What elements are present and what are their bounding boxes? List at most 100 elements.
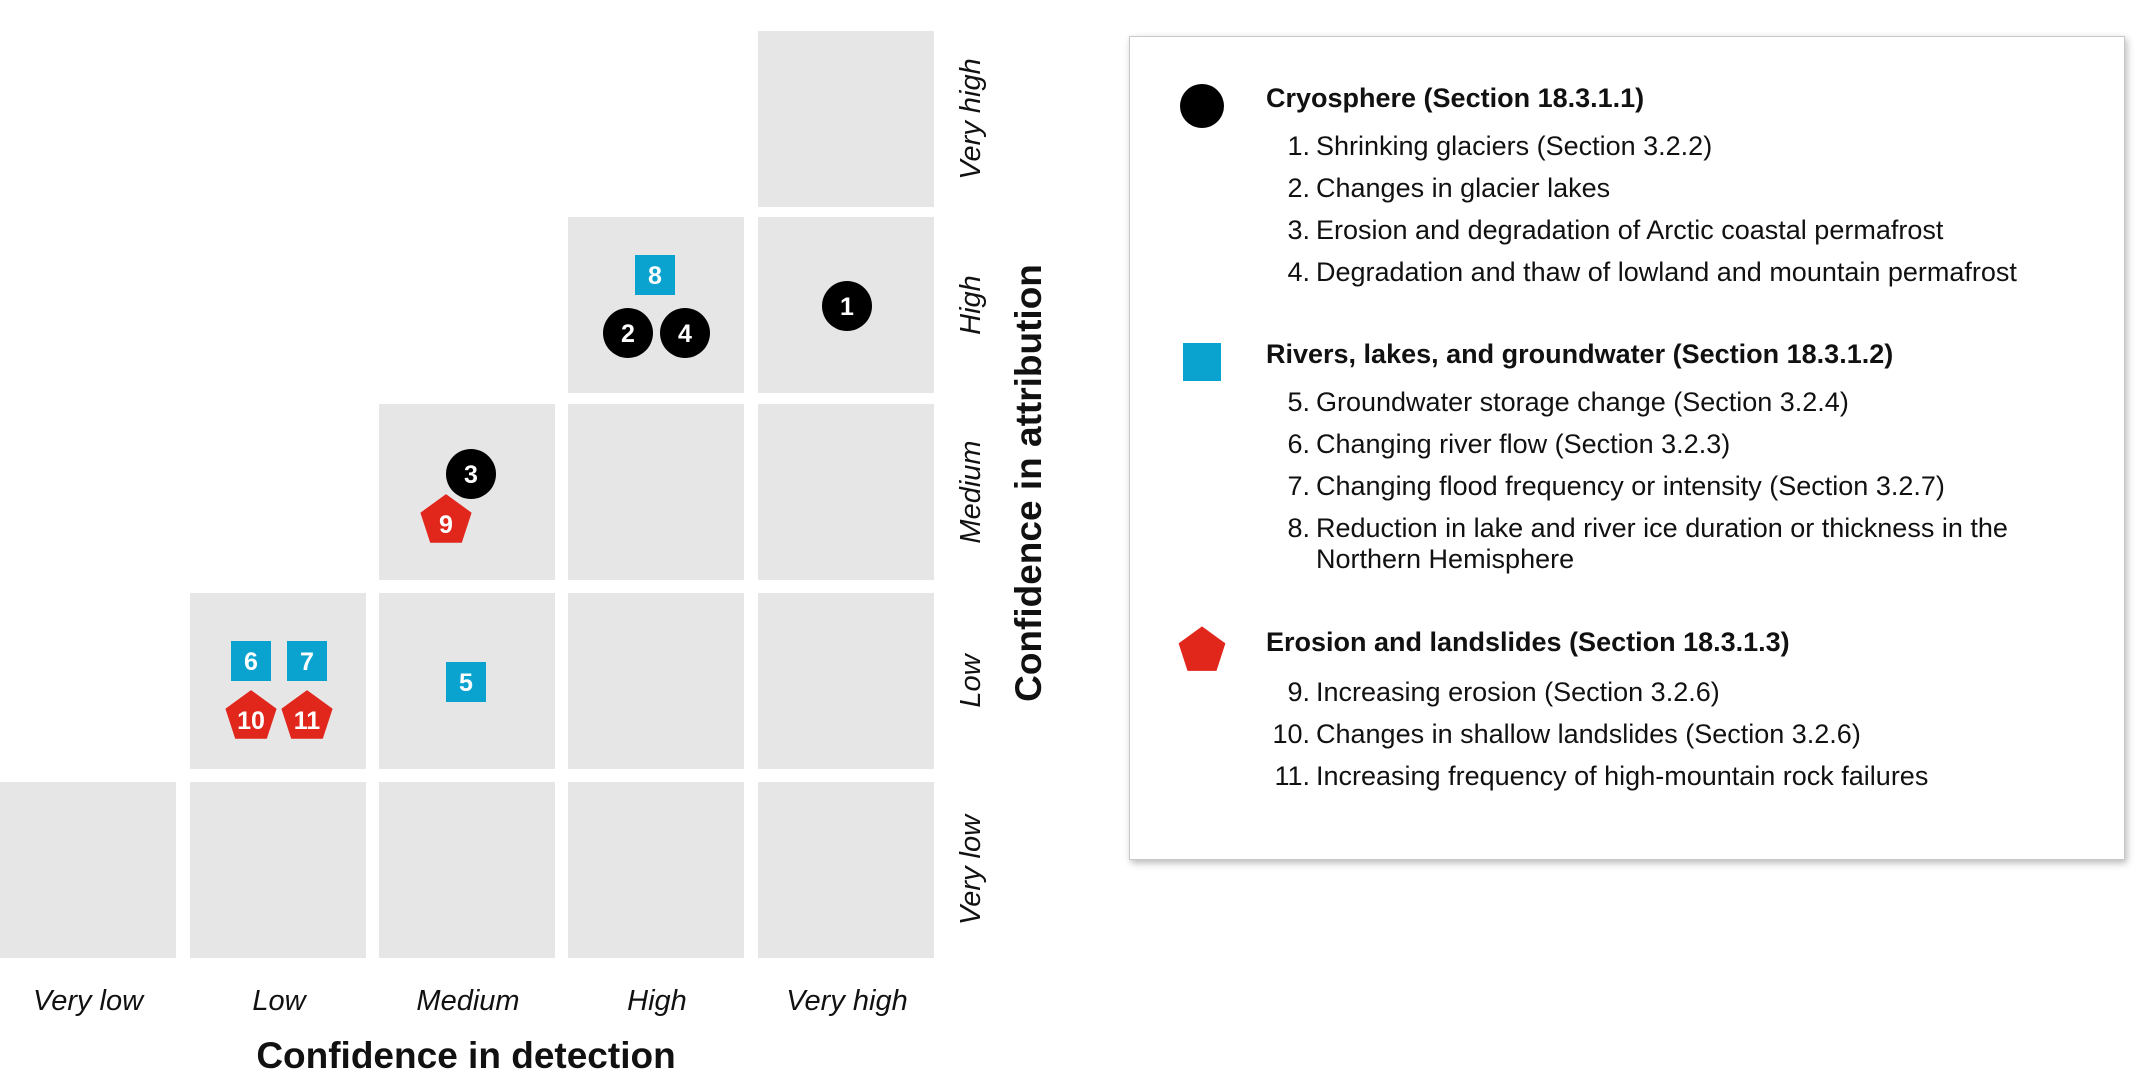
circle-marker-icon [822, 281, 872, 331]
legend-item-list: 5.Groundwater storage change (Section 3.… [1266, 387, 2086, 586]
x-tick-label: High [627, 985, 687, 1017]
square-legend-icon [1183, 343, 1221, 381]
marker-label: 5 [459, 669, 473, 697]
marker-label: 10 [237, 707, 265, 735]
legend-item: 4.Degradation and thaw of lowland and mo… [1266, 257, 2086, 288]
y-tick-label: Low [955, 652, 987, 707]
y-tick-label: Very low [955, 813, 987, 925]
y-tick-label: Very high [955, 58, 987, 179]
matrix-cell [758, 593, 934, 769]
marker-7: 7 [287, 641, 327, 681]
square-marker-icon [231, 641, 271, 681]
legend-group-title: Cryosphere (Section 18.3.1.1) [1266, 83, 1645, 113]
x-tick-label: Low [252, 985, 307, 1017]
marker-3: 3 [446, 449, 496, 499]
legend-item: 6.Changing river flow (Section 3.2.3) [1266, 429, 2086, 460]
legend-item: 10.Changes in shallow landslides (Sectio… [1266, 719, 2086, 750]
matrix-cell [190, 782, 366, 958]
legend-item: 7.Changing flood frequency or intensity … [1266, 471, 2086, 502]
matrix-cell [190, 593, 366, 769]
matrix-cell [568, 404, 744, 580]
legend-item-number: 4. [1287, 257, 1310, 287]
marker-10: 10 [225, 690, 277, 739]
legend-group-title: Rivers, lakes, and groundwater (Section … [1266, 339, 1894, 369]
matrix-cell [758, 31, 934, 207]
marker-5: 5 [446, 662, 486, 702]
legend-item-text: Changing river flow (Section 3.2.3) [1316, 429, 1731, 459]
matrix-cell [568, 593, 744, 769]
marker-4: 4 [660, 308, 710, 358]
marker-label: 7 [300, 648, 314, 676]
legend-item-list: 9.Increasing erosion (Section 3.2.6) 10.C… [1266, 677, 2086, 803]
marker-1: 1 [822, 281, 872, 331]
legend-item: 1.Shrinking glaciers (Section 3.2.2) [1266, 131, 2086, 162]
legend-item-number: 5. [1287, 387, 1310, 417]
legend-item-number: 9. [1287, 677, 1310, 707]
matrix-cell [568, 782, 744, 958]
square-marker-icon [446, 662, 486, 702]
pentagon-marker-icon [281, 690, 333, 739]
legend-item-text: Increasing frequency of high-mountain ro… [1316, 761, 1929, 791]
y-tick-label: High [955, 275, 987, 335]
y-tick-labels: Very low Low Medium High Very high [955, 58, 987, 925]
marker-label: 1 [840, 293, 854, 321]
legend-item: 8.Reduction in lake and river ice durati… [1266, 513, 2086, 575]
y-axis-title: Confidence in attribution [1008, 264, 1049, 702]
y-tick-label: Medium [955, 440, 987, 543]
legend-panel: Cryosphere (Section 18.3.1.1) 1.Shrinking… [1129, 36, 2125, 860]
matrix-cell [758, 782, 934, 958]
legend-item-text: Changing flood frequency or intensity (S… [1316, 471, 1945, 501]
marker-label: 9 [439, 511, 453, 539]
legend-item-number: 10. [1272, 719, 1310, 749]
marker-label: 8 [648, 262, 662, 290]
x-tick-label: Medium [416, 985, 519, 1017]
legend-item-number: 1. [1287, 131, 1310, 161]
x-axis-title: Confidence in detection [256, 1035, 675, 1075]
legend-item-text: Reduction in lake and river ice duration… [1316, 513, 2008, 574]
marker-9: 9 [420, 494, 472, 543]
pentagon-legend-icon [1178, 626, 1226, 671]
marker-label: 6 [244, 648, 258, 676]
marker-label: 4 [678, 320, 692, 348]
legend-item: 11.Increasing frequency of high-mountain… [1266, 761, 2086, 792]
marker-6: 6 [231, 641, 271, 681]
circle-marker-icon [446, 449, 496, 499]
legend-item-number: 6. [1287, 429, 1310, 459]
circle-marker-icon [660, 308, 710, 358]
matrix-cell [379, 782, 555, 958]
legend-item: 2.Changes in glacier lakes [1266, 173, 2086, 204]
legend-item-number: 2. [1287, 173, 1310, 203]
legend-item-text: Changes in glacier lakes [1316, 173, 1611, 203]
pentagon-marker-icon [420, 494, 472, 543]
legend-item-text: Shrinking glaciers (Section 3.2.2) [1316, 131, 1713, 161]
legend-item: 5.Groundwater storage change (Section 3.… [1266, 387, 2086, 418]
matrix-cell [758, 404, 934, 580]
marker-11: 11 [281, 690, 333, 739]
legend-item-text: Changes in shallow landslides (Section 3… [1316, 719, 1861, 749]
legend-item-number: 8. [1287, 513, 1310, 543]
matrix-cell [568, 217, 744, 393]
matrix-cells [0, 31, 934, 958]
circle-legend-icon [1180, 84, 1224, 128]
legend-item-number: 11. [1274, 761, 1310, 791]
matrix-cell [0, 782, 176, 958]
legend-item-text: Groundwater storage change (Section 3.2.… [1316, 387, 1849, 417]
legend-item-text: Erosion and degradation of Arctic coasta… [1316, 215, 1944, 245]
marker-label: 2 [621, 320, 635, 348]
legend-group-title: Erosion and landslides (Section 18.3.1.3… [1266, 627, 1790, 657]
square-marker-icon [287, 641, 327, 681]
marker-8: 8 [635, 255, 675, 295]
square-marker-icon [635, 255, 675, 295]
marker-label: 3 [464, 461, 478, 489]
legend-item: 3.Erosion and degradation of Arctic coas… [1266, 215, 2086, 246]
matrix-markers: 1 2 3 4 5 6 7 8 9 10 11 [225, 255, 872, 739]
legend-item: 9.Increasing erosion (Section 3.2.6) [1266, 677, 2086, 708]
x-tick-label: Very high [786, 985, 907, 1017]
legend-item-number: 3. [1287, 215, 1310, 245]
marker-2: 2 [603, 308, 653, 358]
pentagon-marker-icon [225, 690, 277, 739]
circle-marker-icon [603, 308, 653, 358]
legend-item-number: 7. [1287, 471, 1310, 501]
